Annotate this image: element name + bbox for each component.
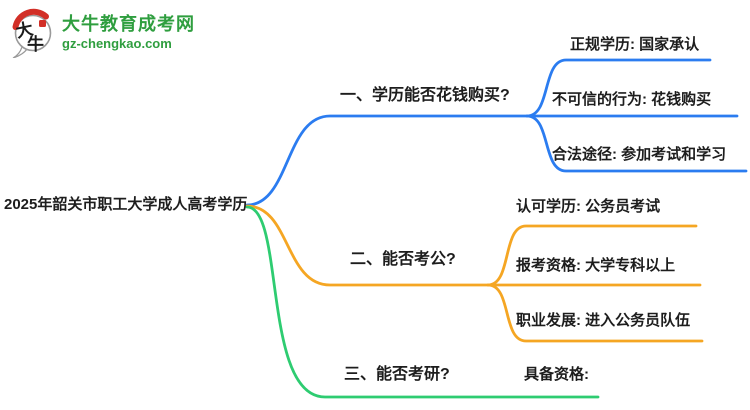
- brand-domain: gz-chengkao.com: [62, 36, 172, 52]
- logo-speech-bubble-tail: [12, 46, 28, 59]
- branch2-node: 二、能否考公?: [350, 251, 456, 268]
- branch1-child1-link: [525, 58, 712, 118]
- site-logo: 大 牛 大牛教育成考网 gz-chengkao.com: [10, 8, 195, 59]
- logo-char-da: 大: [14, 18, 35, 41]
- branch2-main-link: [245, 204, 702, 287]
- branch2-child3-link: [486, 283, 704, 343]
- logo-char-niu: 牛: [27, 34, 44, 54]
- branch2-child2-node: 报考资格: 大学专科以上: [516, 257, 676, 274]
- branch2-child1-link: [486, 224, 698, 287]
- branch1-child3-node: 合法途径: 参加考试和学习: [552, 146, 727, 163]
- root-node: 2025年韶关市职工大学成人高考学历: [4, 196, 248, 213]
- branch3-main-link: [245, 205, 600, 399]
- branch1-main-link: [245, 114, 739, 207]
- daniu-logo-icon: 大 牛: [10, 8, 56, 59]
- branch2-child1-node: 认可学历: 公务员考试: [516, 198, 661, 215]
- brand-text: 大牛教育成考网 gz-chengkao.com: [62, 15, 195, 51]
- brand-name: 大牛教育成考网: [62, 14, 195, 35]
- branch1-node: 一、学历能否花钱购买?: [340, 87, 510, 104]
- branch1-child3-link: [525, 114, 748, 173]
- branch1-child2-node: 不可信的行为: 花钱购买: [552, 91, 712, 108]
- branch3-child1-node: 具备资格:: [524, 366, 589, 383]
- branch1-child1-node: 正规学历: 国家承认: [570, 36, 700, 53]
- branch2-child3-node: 职业发展: 进入公务员队伍: [516, 312, 691, 329]
- logo-red-seal: [39, 20, 46, 27]
- logo-red-arc: [12, 8, 49, 30]
- branch3-node: 三、能否考研?: [344, 366, 450, 383]
